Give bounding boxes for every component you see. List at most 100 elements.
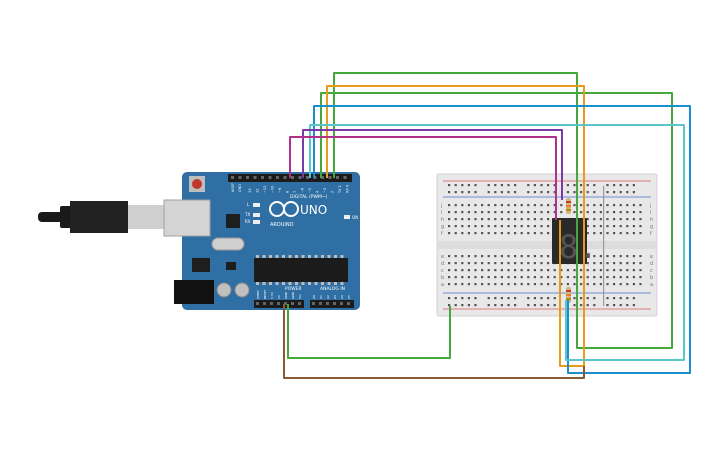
wire-green-ground[interactable] (287, 304, 451, 359)
digital-pin-hole[interactable] (343, 176, 347, 179)
breadboard-hole[interactable] (560, 276, 563, 279)
breadboard-hole[interactable] (593, 255, 596, 258)
breadboard-hole[interactable] (494, 283, 497, 286)
breadboard-hole[interactable] (481, 269, 484, 272)
breadboard-hole[interactable] (474, 255, 477, 258)
breadboard-hole[interactable] (448, 262, 451, 265)
breadboard-hole[interactable] (481, 276, 484, 279)
breadboard-hole[interactable] (586, 218, 589, 221)
breadboard-hole[interactable] (500, 204, 503, 207)
breadboard-hole[interactable] (553, 211, 556, 214)
breadboard-hole[interactable] (461, 211, 464, 214)
breadboard-hole[interactable] (494, 218, 497, 221)
breadboard-hole[interactable] (494, 204, 497, 207)
breadboard-hole[interactable] (593, 225, 596, 228)
digital-pin-hole[interactable] (321, 176, 324, 179)
rail-hole[interactable] (580, 304, 583, 307)
breadboard-hole[interactable] (586, 232, 589, 235)
breadboard-hole[interactable] (487, 262, 490, 265)
rail-hole[interactable] (487, 184, 490, 187)
breadboard-hole[interactable] (533, 232, 536, 235)
breadboard-hole[interactable] (593, 218, 596, 221)
rail-hole[interactable] (553, 297, 556, 300)
breadboard-hole[interactable] (481, 225, 484, 228)
rail-hole[interactable] (487, 304, 490, 307)
breadboard-hole[interactable] (514, 269, 517, 272)
breadboard-hole[interactable] (580, 269, 583, 272)
breadboard-hole[interactable] (619, 225, 622, 228)
rail-hole[interactable] (619, 191, 622, 194)
breadboard-hole[interactable] (533, 211, 536, 214)
breadboard-hole[interactable] (586, 255, 589, 258)
rail-hole[interactable] (606, 304, 609, 307)
breadboard-hole[interactable] (547, 283, 550, 286)
breadboard-hole[interactable] (520, 211, 523, 214)
breadboard-hole[interactable] (494, 225, 497, 228)
wire-purple[interactable] (302, 129, 563, 200)
breadboard-hole[interactable] (454, 283, 457, 286)
breadboard-hole[interactable] (560, 211, 563, 214)
rail-hole[interactable] (619, 184, 622, 187)
breadboard-hole[interactable] (606, 232, 609, 235)
breadboard-hole[interactable] (626, 276, 629, 279)
rail-hole[interactable] (613, 304, 616, 307)
breadboard-hole[interactable] (487, 218, 490, 221)
rail-hole[interactable] (566, 184, 569, 187)
breadboard-hole[interactable] (461, 276, 464, 279)
digital-pin-hole[interactable] (291, 176, 294, 179)
breadboard-hole[interactable] (467, 211, 470, 214)
breadboard-hole[interactable] (613, 269, 616, 272)
breadboard-hole[interactable] (533, 276, 536, 279)
breadboard-hole[interactable] (560, 204, 563, 207)
breadboard-hole[interactable] (632, 218, 635, 221)
rail-hole[interactable] (454, 184, 457, 187)
breadboard-hole[interactable] (448, 204, 451, 207)
breadboard-hole[interactable] (487, 204, 490, 207)
rail-hole[interactable] (586, 184, 589, 187)
rail-hole[interactable] (632, 191, 635, 194)
breadboard-hole[interactable] (586, 269, 589, 272)
rail-hole[interactable] (626, 191, 629, 194)
rail-hole[interactable] (448, 304, 451, 307)
breadboard-hole[interactable] (626, 283, 629, 286)
breadboard-hole[interactable] (553, 269, 556, 272)
breadboard-hole[interactable] (514, 225, 517, 228)
breadboard-hole[interactable] (547, 204, 550, 207)
breadboard-hole[interactable] (547, 262, 550, 265)
breadboard-hole[interactable] (507, 269, 510, 272)
breadboard-hole[interactable] (599, 218, 602, 221)
analog-pin-hole[interactable] (312, 302, 315, 305)
breadboard-hole[interactable] (606, 276, 609, 279)
breadboard-hole[interactable] (487, 211, 490, 214)
breadboard-hole[interactable] (586, 283, 589, 286)
breadboard-hole[interactable] (619, 211, 622, 214)
breadboard-hole[interactable] (507, 283, 510, 286)
breadboard-hole[interactable] (481, 283, 484, 286)
breadboard-hole[interactable] (626, 211, 629, 214)
breadboard-hole[interactable] (606, 269, 609, 272)
breadboard-hole[interactable] (454, 225, 457, 228)
breadboard-hole[interactable] (619, 204, 622, 207)
breadboard-hole[interactable] (454, 204, 457, 207)
rail-hole[interactable] (586, 297, 589, 300)
breadboard-hole[interactable] (467, 283, 470, 286)
rail-hole[interactable] (514, 184, 517, 187)
rail-hole[interactable] (573, 191, 576, 194)
breadboard-hole[interactable] (547, 218, 550, 221)
rail-hole[interactable] (500, 304, 503, 307)
breadboard-hole[interactable] (467, 218, 470, 221)
breadboard-hole[interactable] (520, 204, 523, 207)
resistor-top[interactable] (566, 198, 571, 214)
rail-hole[interactable] (540, 184, 543, 187)
breadboard-hole[interactable] (593, 204, 596, 207)
breadboard-hole[interactable] (547, 232, 550, 235)
rail-hole[interactable] (613, 191, 616, 194)
breadboard-hole[interactable] (632, 232, 635, 235)
breadboard-hole[interactable] (527, 276, 530, 279)
breadboard-hole[interactable] (467, 269, 470, 272)
breadboard-hole[interactable] (613, 204, 616, 207)
breadboard-hole[interactable] (481, 255, 484, 258)
breadboard-hole[interactable] (461, 269, 464, 272)
rail-hole[interactable] (573, 297, 576, 300)
rail-hole[interactable] (507, 184, 510, 187)
